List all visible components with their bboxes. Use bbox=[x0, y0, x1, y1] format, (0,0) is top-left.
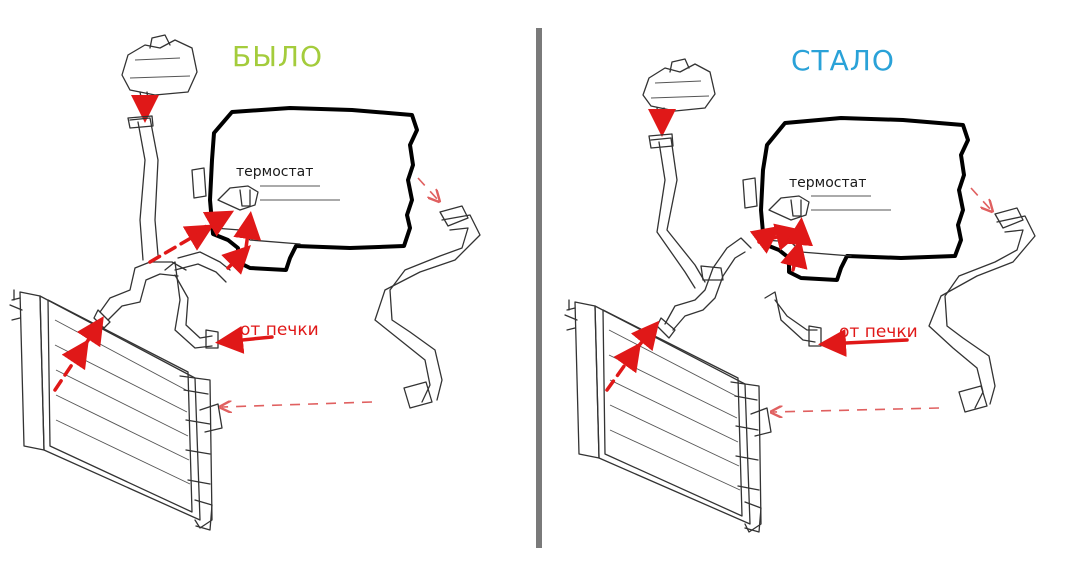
upper-bypass-hose bbox=[164, 251, 231, 349]
tank-hose bbox=[127, 115, 159, 261]
after-diagram bbox=[564, 58, 1036, 533]
flow-arrow-radiator-1 bbox=[53, 339, 89, 392]
radiator-upper-hose bbox=[656, 237, 752, 339]
thermostat-label-before: термостат bbox=[236, 164, 314, 180]
flow-arrow-radiator-2 bbox=[76, 316, 104, 348]
before-panel: БЫЛО термостат от печки bbox=[0, 0, 535, 573]
after-panel: СТАЛО термостат от печки bbox=[545, 0, 1080, 573]
thermostat-housing bbox=[191, 167, 259, 211]
flow-arrow-radiator-2 bbox=[630, 320, 660, 352]
after-title: СТАЛО bbox=[791, 44, 895, 77]
radiator bbox=[564, 299, 772, 533]
expansion-tank bbox=[121, 34, 198, 103]
lower-return-hose bbox=[374, 205, 481, 409]
engine-block bbox=[208, 106, 419, 272]
flow-arrow-to-thermostat bbox=[749, 225, 781, 254]
radiator-upper-hose bbox=[93, 261, 187, 329]
flow-arrow-bypass-up bbox=[785, 217, 814, 248]
flow-arrow-bypass bbox=[221, 245, 251, 275]
return-arrow-engine bbox=[417, 177, 438, 200]
heater-hose bbox=[764, 291, 822, 347]
engine-internal-lines bbox=[811, 195, 891, 211]
panel-divider bbox=[536, 28, 542, 548]
engine-block bbox=[759, 116, 970, 282]
lower-return-hose bbox=[928, 207, 1036, 413]
flow-arrow-bypass bbox=[780, 239, 808, 272]
tank-hose bbox=[648, 133, 706, 289]
heater-arrow bbox=[818, 328, 909, 357]
heater-label-before: от печки bbox=[240, 320, 319, 340]
before-diagram bbox=[9, 34, 481, 531]
heater-arrow bbox=[215, 325, 274, 354]
thermostat-label-after: термостат bbox=[789, 175, 867, 191]
flow-arrow-radiator-1 bbox=[605, 342, 642, 392]
radiator bbox=[9, 289, 223, 531]
return-arrow-radiator bbox=[222, 402, 373, 407]
expansion-tank bbox=[642, 58, 716, 119]
flow-arrow-thermostat-inlet bbox=[194, 210, 235, 237]
return-arrow-radiator bbox=[773, 408, 940, 412]
engine-internal-lines bbox=[260, 185, 340, 201]
flow-arrow-to-thermostat bbox=[148, 224, 215, 264]
flow-arrow-bypass-up bbox=[233, 211, 262, 250]
heater-label-after: от печки bbox=[839, 322, 918, 342]
before-title: БЫЛО bbox=[232, 40, 324, 73]
flow-arrow-thermostat-inlet bbox=[771, 223, 804, 251]
return-arrow-engine bbox=[970, 187, 991, 210]
